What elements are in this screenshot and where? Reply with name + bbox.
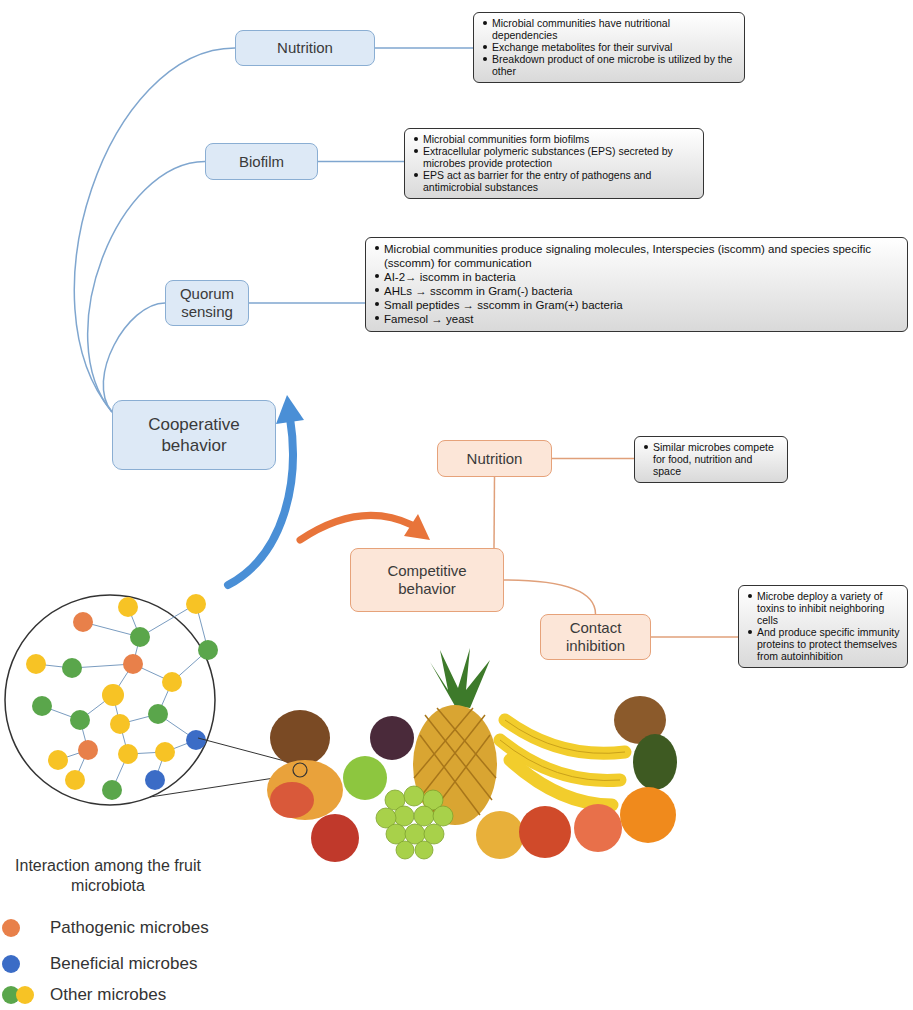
connector-line <box>493 477 495 548</box>
bullet-dot <box>375 274 379 278</box>
fruit-illustration <box>267 648 677 862</box>
bullet-row: AI-2→ iscomm in bacteria <box>375 270 900 284</box>
bullet-text: Microbial communities produce signaling … <box>384 242 900 270</box>
box-label: Cooperative behavior <box>119 414 269 456</box>
bullet-text: AHLs → sscomm in Gram(-) bacteria <box>384 284 573 298</box>
bullet-text: Microbe deploy a variety of toxins to in… <box>757 590 900 626</box>
connector-line <box>375 47 473 49</box>
note-box: Similar microbes compete for food, nutri… <box>634 436 788 483</box>
bullet-dot <box>748 630 752 634</box>
note-box: Microbe deploy a variety of toxins to in… <box>738 585 908 668</box>
legend-swatch <box>2 919 20 937</box>
bullet-dot <box>483 45 487 49</box>
legend-swatch <box>2 955 20 973</box>
connector-line <box>651 636 738 638</box>
connector-line <box>249 302 365 304</box>
legend-text: Beneficial microbes <box>50 954 197 974</box>
bullet-text: Exchange metabolites for their survival <box>492 41 672 53</box>
bullet-text: And produce specific immunity proteins t… <box>757 626 900 662</box>
bullet-dot <box>748 594 752 598</box>
category-box: Contact inhibition <box>540 614 651 660</box>
bullet-text: Breakdown product of one microbe is util… <box>492 53 737 77</box>
box-label: Quorum sensing <box>172 285 242 321</box>
connector-line <box>103 303 165 412</box>
bullet-row: Famesol → yeast <box>375 312 900 326</box>
note-box: Microbial communities form biofilmsExtra… <box>404 128 704 199</box>
bullet-row: Microbial communities form biofilms <box>414 133 696 145</box>
category-box: Quorum sensing <box>165 280 249 326</box>
bullet-row: AHLs → sscomm in Gram(-) bacteria <box>375 284 900 298</box>
connector-line <box>318 161 404 163</box>
bullet-dot <box>375 316 379 320</box>
bullet-text: EPS act as barrier for the entry of path… <box>423 169 696 193</box>
bullet-row: Microbial communities produce signaling … <box>375 242 900 270</box>
bullet-row: Exchange metabolites for their survival <box>483 41 737 53</box>
bullet-text: Extracellular polymeric substances (EPS)… <box>423 145 696 169</box>
bullet-dot <box>375 246 379 250</box>
note-box: Microbial communities have nutritional d… <box>473 12 745 83</box>
behavior-box: Competitive behavior <box>350 548 504 612</box>
bullet-dot <box>375 302 379 306</box>
note-box: Microbial communities produce signaling … <box>365 237 908 332</box>
bullet-row: Similar microbes compete for food, nutri… <box>644 441 780 477</box>
bullet-text: Microbial communities have nutritional d… <box>492 17 737 41</box>
box-label: Contact inhibition <box>547 619 644 655</box>
box-label: Nutrition <box>467 450 523 468</box>
connector-line <box>552 458 634 460</box>
category-box: Nutrition <box>437 440 552 477</box>
bullet-dot <box>375 288 379 292</box>
bullet-text: Famesol → yeast <box>384 312 473 326</box>
bullet-dot <box>483 57 487 61</box>
bullet-row: Extracellular polymeric substances (EPS)… <box>414 145 696 169</box>
box-label: Nutrition <box>277 39 333 57</box>
bullet-row: EPS act as barrier for the entry of path… <box>414 169 696 193</box>
legend-swatch <box>16 986 34 1004</box>
bullet-text: Small peptides → sscomm in Gram(+) bacte… <box>384 298 623 312</box>
bullet-dot <box>644 445 648 449</box>
connector-line <box>504 580 596 614</box>
bullet-row: Small peptides → sscomm in Gram(+) bacte… <box>375 298 900 312</box>
bullet-dot <box>414 137 418 141</box>
category-box: Nutrition <box>235 30 375 66</box>
bullet-row: Microbial communities have nutritional d… <box>483 17 737 41</box>
category-box: Biofilm <box>205 143 318 180</box>
connector-line <box>74 48 235 412</box>
behavior-box: Cooperative behavior <box>112 400 276 470</box>
bullet-text: AI-2→ iscomm in bacteria <box>384 270 516 284</box>
bullet-row: And produce specific immunity proteins t… <box>748 626 900 662</box>
box-label: Competitive behavior <box>357 562 497 598</box>
bullet-row: Breakdown product of one microbe is util… <box>483 53 737 77</box>
bullet-dot <box>483 21 487 25</box>
bullet-text: Microbial communities form biofilms <box>423 133 589 145</box>
caption-label: Interaction among the fruit microbiota <box>14 856 202 896</box>
bullet-dot <box>414 149 418 153</box>
bullet-text: Similar microbes compete for food, nutri… <box>653 441 780 477</box>
legend-text: Other microbes <box>50 985 166 1005</box>
bullet-dot <box>414 173 418 177</box>
microbe-network <box>5 594 296 805</box>
box-label: Biofilm <box>239 153 284 171</box>
bullet-row: Microbe deploy a variety of toxins to in… <box>748 590 900 626</box>
legend-text: Pathogenic microbes <box>50 918 209 938</box>
